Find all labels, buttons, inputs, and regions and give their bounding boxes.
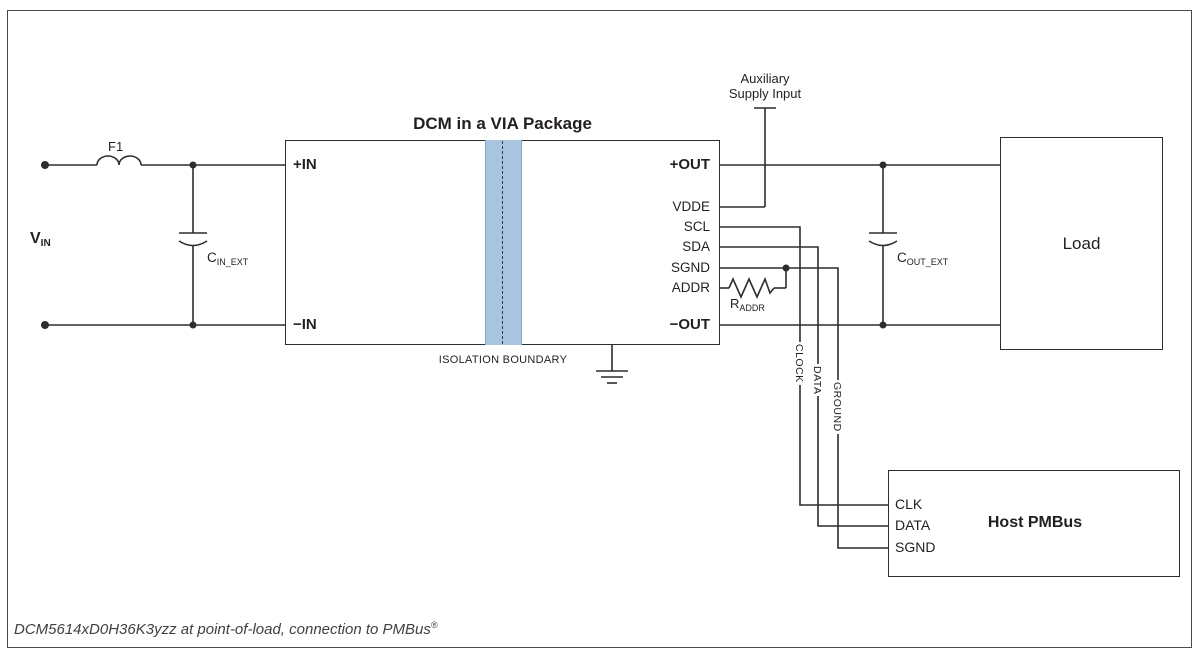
junction-dot (782, 264, 790, 272)
junction-dot (189, 161, 197, 169)
load-label: Load (1062, 233, 1101, 253)
bus-ground-label: GROUND (830, 380, 844, 434)
host-pmbus-box (888, 470, 1180, 577)
load-box: Load (1000, 137, 1163, 350)
pin-scl: SCL (683, 219, 710, 234)
cin-plate-curved (178, 240, 208, 247)
vin-label: VIN (30, 230, 51, 249)
isolation-boundary-label: ISOLATION BOUNDARY (438, 354, 568, 366)
raddr-label: RADDR (730, 296, 765, 313)
dcm-title: DCM in a VIA Package (413, 114, 592, 133)
host-pin-data: DATA (895, 517, 931, 533)
figure-border (7, 10, 1192, 648)
junction-dot (879, 161, 887, 169)
junction-dot (189, 321, 197, 329)
resistor-symbol (728, 276, 775, 299)
host-pin-sgnd: SGND (895, 539, 936, 555)
terminal-dot (41, 161, 49, 169)
pin-out-neg: −OUT (669, 316, 710, 333)
pin-sgnd: SGND (670, 260, 710, 275)
cout-label: COUT_EXT (897, 250, 949, 267)
pin-addr: ADDR (671, 280, 710, 295)
host-pin-clk: CLK (895, 496, 923, 512)
junction-dot (879, 321, 887, 329)
pin-sda: SDA (682, 239, 710, 254)
host-pmbus-title: Host PMBus (987, 514, 1083, 531)
bus-data-label: DATA (810, 364, 824, 397)
aux-supply-label: Auxiliary Supply Input (728, 71, 802, 101)
registered-mark: ® (430, 620, 438, 630)
cout-plate-curved (868, 240, 898, 247)
fuse-symbol (96, 155, 142, 166)
fuse-label: F1 (108, 139, 124, 154)
pin-in-neg: −IN (293, 316, 317, 333)
figure-caption: DCM5614xD0H36K3yzz at point-of-load, con… (14, 620, 438, 638)
cin-label: CIN_EXT (207, 250, 249, 267)
terminal-dot (41, 321, 49, 329)
pin-vdde: VDDE (672, 199, 710, 214)
isolation-band (485, 140, 522, 345)
isolation-dashed-line (502, 141, 503, 344)
bus-clock-label: CLOCK (792, 342, 806, 385)
pin-in-pos: +IN (293, 156, 317, 173)
pin-out-pos: +OUT (669, 156, 710, 173)
